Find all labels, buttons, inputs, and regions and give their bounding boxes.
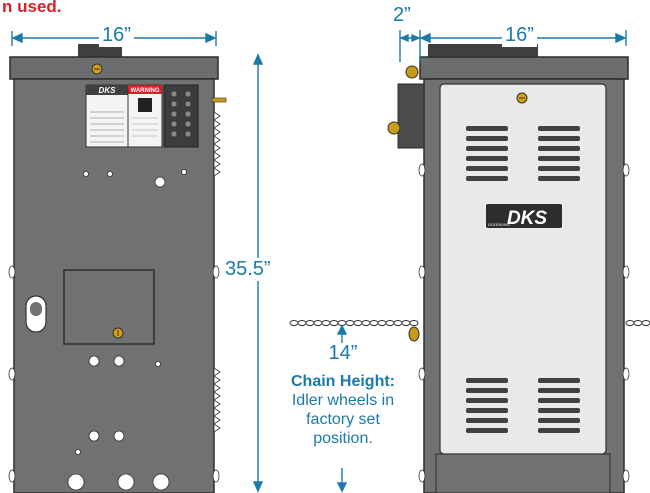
bottom-vents xyxy=(466,378,580,433)
label-logo: DKS xyxy=(99,86,117,95)
chain-height-block: 14” Chain Height: Idler wheels in factor… xyxy=(268,343,418,448)
warning-label xyxy=(127,84,163,148)
control-panel xyxy=(163,84,199,148)
offset-dimension xyxy=(399,30,421,62)
height-label: 35.5” xyxy=(222,258,274,281)
svg-text:DKS: DKS xyxy=(507,208,547,229)
info-label xyxy=(85,84,129,148)
left-unit: DKS WARNING xyxy=(8,44,227,493)
front-panel xyxy=(439,83,607,455)
bracket-bolt xyxy=(405,65,419,79)
top-cap xyxy=(78,44,122,58)
note-text: n used. xyxy=(2,0,62,16)
chain-height-line2: factory set xyxy=(306,411,380,428)
chain-height-line3: position. xyxy=(313,430,373,447)
chain-height-dimension xyxy=(336,324,348,493)
chain xyxy=(289,320,650,326)
right-lid xyxy=(419,56,629,80)
right-top-cap xyxy=(428,44,538,58)
chain-height-line1: Idler wheels in xyxy=(291,392,395,409)
side-bracket xyxy=(397,83,425,149)
idler-wheel xyxy=(408,326,420,342)
dks-logo: DKS DOORKING xyxy=(486,204,562,229)
chain-height-title: Chain Height: xyxy=(291,373,395,390)
access-cover xyxy=(63,269,155,345)
right-width-label: 16” xyxy=(502,24,537,47)
left-lid xyxy=(9,56,219,80)
svg-text:DOORKING: DOORKING xyxy=(488,222,510,227)
top-vents xyxy=(466,126,580,181)
offset-label: 2” xyxy=(393,4,411,26)
chain-height-value: 14” xyxy=(328,342,358,364)
right-unit: DKS DOORKING xyxy=(387,44,630,493)
cooling-fins xyxy=(213,111,221,433)
mounting-holes xyxy=(67,169,187,491)
left-width-label: 16” xyxy=(99,24,134,47)
warning-text: WARNING xyxy=(131,88,160,94)
